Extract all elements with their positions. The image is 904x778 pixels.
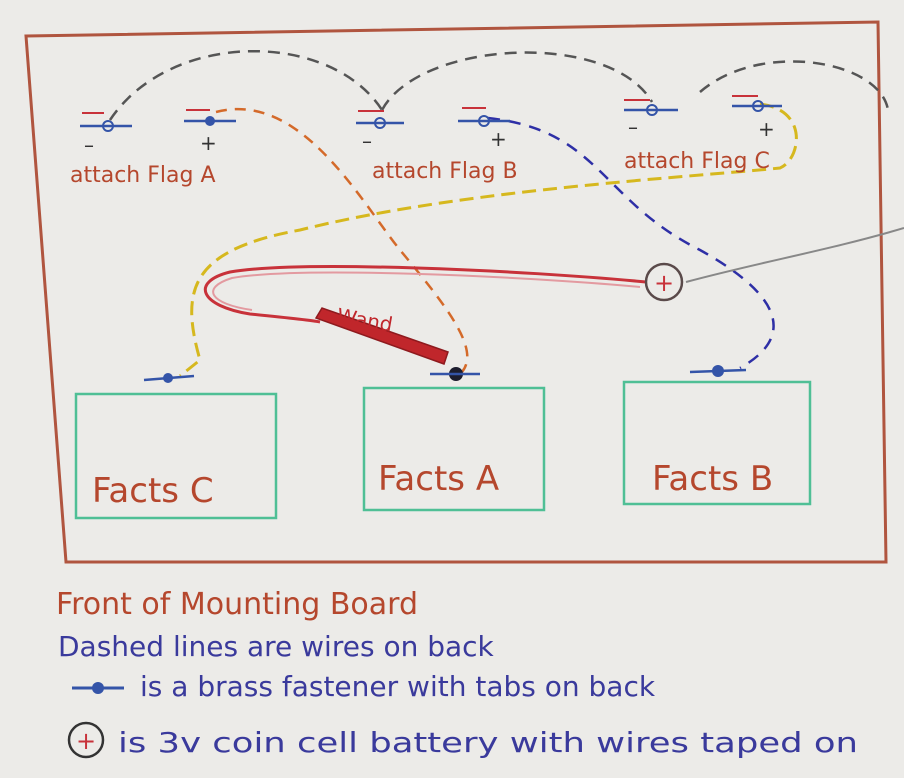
fastener-icon <box>712 365 724 377</box>
facts-b-label: Facts B <box>652 459 773 499</box>
flag-a-plus: + <box>200 131 217 155</box>
fastener-icon <box>163 373 173 383</box>
legend-battery-icon: + <box>67 721 105 759</box>
facts-a-box <box>362 386 546 512</box>
wire-black-dashed-2 <box>380 51 654 111</box>
wire-black-dashed-1 <box>108 50 384 121</box>
legend-battery-plus: + <box>76 727 96 755</box>
fastener-icon <box>205 116 215 126</box>
flag-c-fasteners <box>624 95 782 116</box>
legend-title: Front of Mounting Board <box>56 587 418 622</box>
facts-b-box <box>622 380 812 506</box>
wire-orange-dashed <box>215 108 469 373</box>
flag-c-label: attach Flag C <box>624 149 770 174</box>
flag-b-minus: – <box>362 129 372 153</box>
wire-yellow-dashed <box>179 102 798 378</box>
fastener-icon <box>102 120 114 132</box>
wire-black-dashed-3 <box>699 60 890 111</box>
legend-dashed: Dashed lines are wires on back <box>58 630 495 663</box>
flag-a-minus: – <box>84 133 94 157</box>
wire-red-shadow <box>212 271 641 311</box>
facts-b-fastener <box>689 365 747 377</box>
wire-gray <box>685 227 904 283</box>
fastener-icon <box>752 100 764 112</box>
flag-b-plus: + <box>490 127 507 151</box>
flag-c-plus: + <box>758 117 775 141</box>
mounting-board-outline <box>24 20 888 564</box>
legend-battery: is 3v coin cell battery with wires taped… <box>118 726 858 759</box>
facts-c-fastener <box>143 373 195 383</box>
flag-c-minus: – <box>628 115 638 139</box>
flag-a-fasteners <box>80 109 236 132</box>
facts-c-box <box>74 392 278 520</box>
fastener-icon <box>478 115 490 127</box>
flag-a-label: attach Flag A <box>70 163 216 188</box>
wand <box>314 307 449 365</box>
facts-a-label: Facts A <box>378 459 499 499</box>
legend-fastener-icon <box>72 682 124 694</box>
battery-symbol: + <box>644 262 684 302</box>
facts-c-label: Facts C <box>92 471 214 511</box>
battery-plus: + <box>654 269 674 297</box>
wire-red <box>204 265 647 324</box>
legend-fastener: is a brass fastener with tabs on back <box>140 670 656 703</box>
flag-b-fasteners <box>356 107 510 129</box>
fastener-icon <box>646 104 658 116</box>
flag-b-label: attach Flag B <box>372 159 518 184</box>
fastener-icon <box>374 117 386 129</box>
